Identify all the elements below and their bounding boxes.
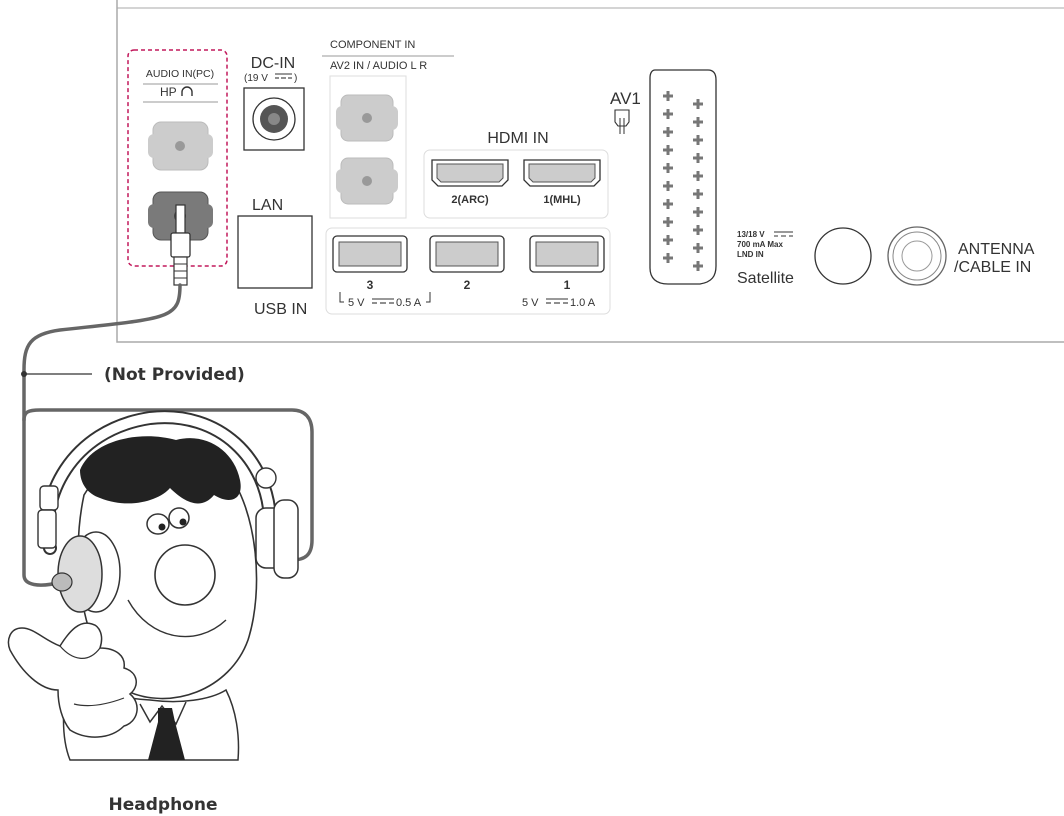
svg-text:5 V: 5 V — [522, 297, 539, 309]
scart-pin — [666, 145, 670, 155]
scart-pin — [666, 217, 670, 227]
satellite-port[interactable] — [814, 227, 872, 285]
component-jack-upper[interactable] — [336, 94, 398, 142]
scart-pin — [666, 91, 670, 101]
sat-voltage-label: 13/18 V — [737, 230, 765, 239]
headphone-caption: Headphone — [109, 795, 218, 815]
hair — [80, 436, 241, 504]
scart-pin — [696, 225, 700, 235]
usb-1-label: 1 — [564, 278, 571, 292]
av1-label: AV1 — [610, 89, 641, 108]
scart-pin — [696, 99, 700, 109]
tv-back-panel — [116, 0, 1064, 343]
hdmi-1-port[interactable] — [523, 159, 601, 187]
usb-group: 3 2 1 5 V 0.5 A 5 V — [325, 227, 611, 315]
scart-pin — [696, 189, 700, 199]
dc-symbol-icon — [546, 298, 568, 304]
left-ear-cup — [37, 485, 121, 613]
av1-scart-port[interactable] — [649, 69, 717, 285]
antenna-group: ANTENNA /CABLE IN — [887, 226, 1035, 286]
left-eye — [146, 513, 170, 535]
not-provided-callout: (Not Provided) — [21, 365, 245, 385]
dc-symbol-icon: ) — [275, 73, 297, 84]
not-provided-label: (Not Provided) — [104, 365, 245, 385]
hdmi-in-group: HDMI IN 2(ARC) 1(MHL) — [423, 130, 609, 219]
collar — [139, 701, 187, 726]
svg-text:5 V: 5 V — [348, 297, 365, 309]
headband-cable — [22, 408, 314, 562]
component-in-label: COMPONENT IN — [330, 39, 415, 51]
scart-pin — [696, 117, 700, 127]
component-in-group: COMPONENT IN AV2 IN / AUDIO L R — [322, 39, 454, 219]
scart-pin — [696, 261, 700, 271]
usb-1-power: 5 V 1.0 A — [522, 297, 596, 309]
scart-icon — [614, 109, 630, 134]
hdmi-1-label: 1(MHL) — [543, 194, 581, 206]
scart-pin — [696, 153, 700, 163]
scart-pin — [666, 199, 670, 209]
right-ear-cup — [255, 467, 299, 579]
hdmi-2-port[interactable] — [431, 159, 509, 187]
dc-in-group: DC-IN (19 V ) — [243, 55, 305, 151]
av1-group: AV1 — [610, 69, 717, 285]
lan-label: LAN — [252, 197, 283, 214]
lan-port[interactable] — [237, 215, 313, 289]
svg-text:): ) — [294, 73, 297, 84]
mouth — [127, 599, 227, 638]
scart-pin — [666, 235, 670, 245]
cable-in-label: /CABLE IN — [954, 259, 1031, 276]
dc-symbol-icon — [372, 298, 394, 304]
scart-pin — [696, 243, 700, 253]
scart-pin — [666, 253, 670, 263]
satellite-label: Satellite — [737, 270, 794, 287]
audio-in-pc-jack[interactable] — [148, 121, 213, 171]
lan-group: LAN USB IN — [237, 197, 313, 318]
dc-symbol-icon — [774, 231, 793, 237]
scart-pin — [666, 181, 670, 191]
scart-pin — [696, 135, 700, 145]
sat-lnb-label: LND IN — [737, 250, 764, 259]
person-with-headphones-illustration — [7, 410, 299, 761]
scart-pins — [663, 91, 703, 271]
pointing-hand — [7, 622, 138, 738]
svg-text:1.0 A: 1.0 A — [570, 297, 596, 309]
headphone-cable — [22, 283, 182, 587]
usb-3-port[interactable] — [332, 235, 408, 273]
hdmi-2-label: 2(ARC) — [451, 194, 489, 206]
dc-in-voltage-label: (19 V — [244, 73, 268, 84]
scart-pin — [666, 109, 670, 119]
headphone-plug — [170, 204, 191, 286]
satellite-group: 13/18 V 700 mA Max LND IN Satellite — [737, 227, 872, 287]
sat-current-label: 700 mA Max — [737, 240, 784, 249]
antenna-port[interactable] — [887, 226, 947, 286]
usb-1-port[interactable] — [529, 235, 605, 273]
scart-pin — [666, 127, 670, 137]
nose — [154, 544, 216, 606]
svg-text:0.5 A: 0.5 A — [396, 297, 422, 309]
dc-in-jack[interactable] — [243, 87, 305, 151]
scart-pin — [666, 163, 670, 173]
headphone-icon — [181, 86, 193, 96]
audio-in-pc-group: AUDIO IN(PC) HP — [127, 49, 228, 267]
usb-2-port[interactable] — [429, 235, 505, 273]
component-jack-lower[interactable] — [336, 157, 398, 205]
av2-in-label: AV2 IN / AUDIO L R — [330, 60, 427, 72]
scart-pin — [696, 171, 700, 181]
usb-2-label: 2 — [464, 278, 471, 292]
right-eye — [168, 507, 190, 529]
antenna-label: ANTENNA — [958, 241, 1035, 258]
dc-in-label: DC-IN — [251, 55, 295, 72]
usb-32-power-bracket: 5 V 0.5 A — [339, 292, 431, 309]
hp-label: HP — [160, 85, 177, 99]
hdmi-in-label: HDMI IN — [487, 130, 548, 147]
scart-pin — [696, 207, 700, 217]
tie — [148, 708, 185, 760]
usb-in-label: USB IN — [254, 301, 307, 318]
audio-in-pc-label: AUDIO IN(PC) — [146, 68, 214, 80]
usb-3-label: 3 — [367, 278, 374, 292]
